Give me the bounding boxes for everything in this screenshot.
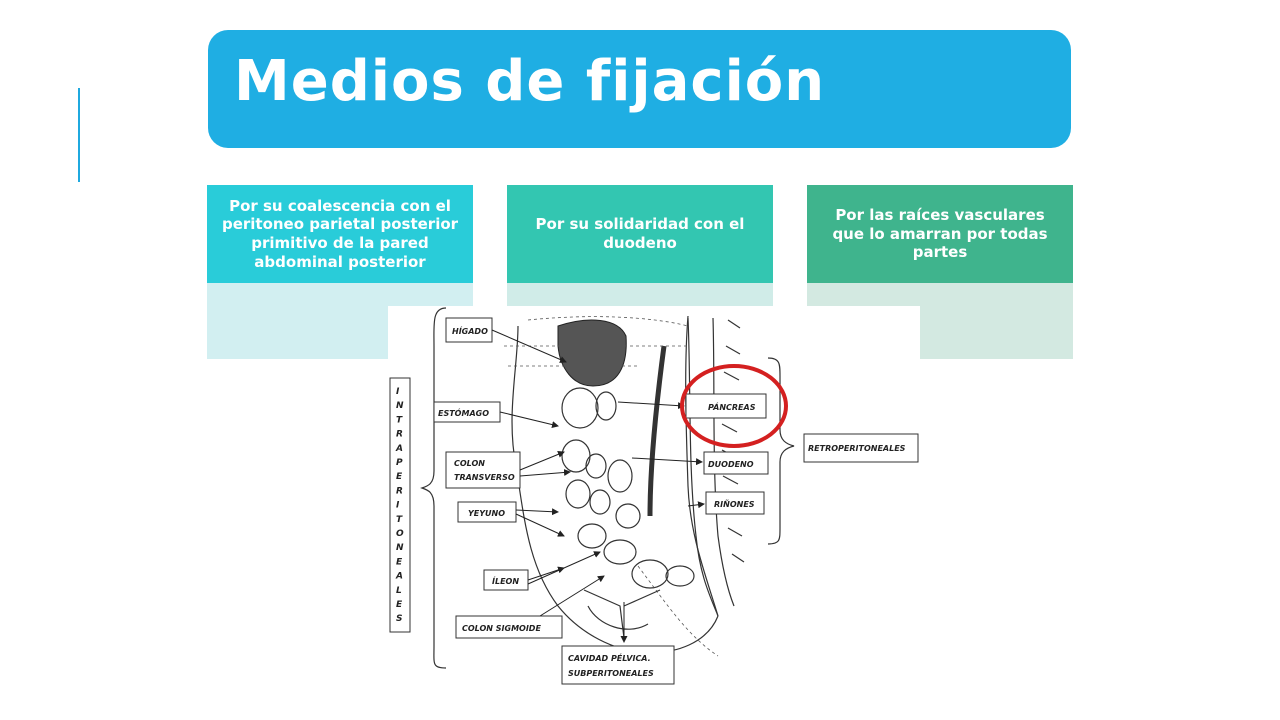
aorta-shape bbox=[647, 345, 667, 517]
label-cavidad-2: SUBPERITONEALES bbox=[568, 669, 654, 678]
left-brace bbox=[420, 307, 447, 669]
box-rinones bbox=[705, 491, 765, 515]
vertical-label-letter: A bbox=[395, 572, 403, 582]
accent-line bbox=[78, 88, 80, 182]
liver-shape bbox=[557, 319, 627, 387]
box-pancreas bbox=[685, 393, 767, 419]
label-ileon: ÍLEON bbox=[492, 575, 519, 586]
vertical-label-letter: P bbox=[396, 458, 403, 468]
label-transverso: TRANSVERSO bbox=[454, 473, 515, 482]
box-colon-transverso bbox=[445, 451, 521, 489]
vertical-label-letter: I bbox=[396, 501, 400, 511]
body-outline-back bbox=[685, 315, 719, 617]
intestine-shapes bbox=[561, 387, 695, 630]
pancreas-highlight-circle bbox=[680, 364, 788, 448]
vertical-label-letter: E bbox=[396, 557, 403, 567]
box-higado bbox=[445, 317, 493, 343]
vertical-label-letter: N bbox=[396, 543, 404, 553]
vertical-label-letter: E bbox=[396, 472, 403, 482]
vertical-label-letter: N bbox=[396, 401, 404, 411]
label-rinones: RIÑONES bbox=[714, 499, 755, 509]
box-duodeno bbox=[703, 451, 769, 475]
right-brace bbox=[767, 357, 795, 545]
title-banner: Medios de fijación bbox=[208, 30, 1071, 148]
slide-title: Medios de fijación bbox=[234, 49, 826, 114]
box-colon-sigmoide bbox=[455, 615, 563, 639]
label-higado: HÍGADO bbox=[452, 325, 488, 336]
label-estomago: ESTÓMAGO bbox=[438, 407, 489, 418]
box-yeyuno bbox=[457, 501, 517, 523]
vertical-label-letter: T bbox=[396, 415, 403, 425]
pointer-arrows bbox=[491, 329, 705, 643]
vertical-label-letter: R bbox=[396, 430, 403, 440]
peritoneum-lines bbox=[504, 316, 719, 657]
label-cavidad-1: CAVIDAD PÉLVICA. bbox=[568, 652, 651, 663]
label-yeyuno: YEYUNO bbox=[468, 509, 505, 518]
card-coalescencia-text: Por su coalescencia con el peritoneo par… bbox=[207, 185, 473, 283]
vertical-label-letter: O bbox=[396, 529, 404, 539]
label-pancreas: PÁNCREAS bbox=[708, 401, 756, 412]
card-raices-text: Por las raíces vasculares que lo amarran… bbox=[807, 185, 1073, 283]
label-retroperitoneales: RETROPERITONEALES bbox=[808, 444, 906, 453]
label-colon: COLON bbox=[454, 459, 485, 468]
vertical-label-letter: L bbox=[396, 586, 402, 596]
vertical-label-letter: I bbox=[396, 387, 400, 397]
vertical-label-box bbox=[389, 377, 411, 633]
label-colon-sigmoide: COLON SIGMOIDE bbox=[462, 624, 541, 633]
card-duodeno-text: Por su solidaridad con el duodeno bbox=[507, 185, 773, 283]
box-retroperitoneales bbox=[803, 433, 919, 463]
vertical-label-letter: R bbox=[396, 486, 403, 496]
label-duodeno: DUODENO bbox=[708, 460, 754, 469]
vertical-label-letter: T bbox=[396, 515, 403, 525]
vertical-label-letter: S bbox=[396, 614, 402, 624]
vertical-label-letter: A bbox=[395, 444, 403, 454]
pelvic-bracket bbox=[583, 589, 661, 639]
vertical-label-letter: E bbox=[396, 600, 403, 610]
box-cavidad-pelvica bbox=[561, 645, 675, 685]
